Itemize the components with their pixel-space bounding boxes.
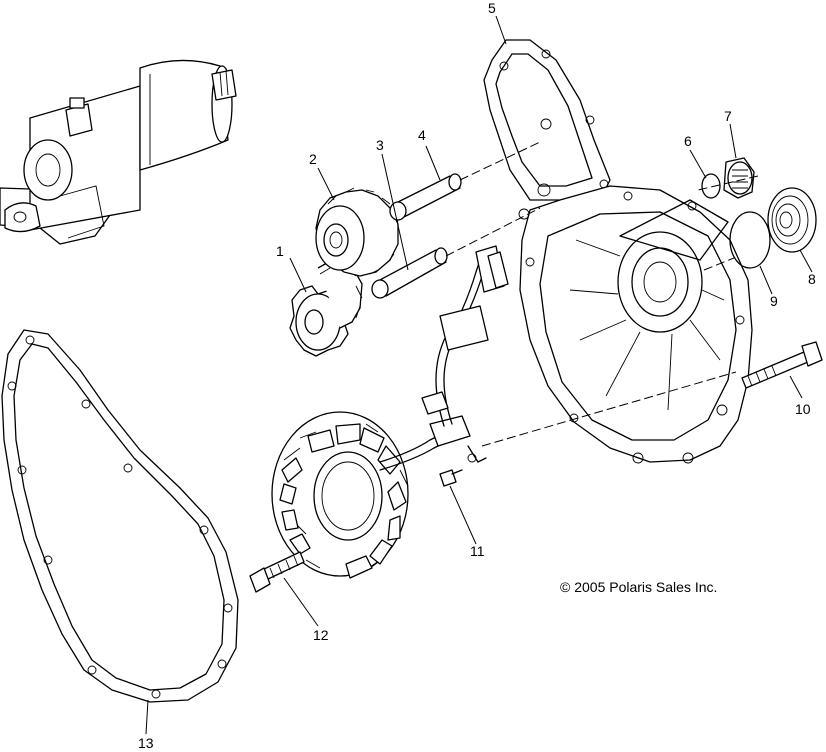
- callout-8: 8: [808, 271, 816, 287]
- callout-6: 6: [684, 133, 692, 149]
- starter-motor: [0, 59, 237, 245]
- callout-labels: 1 2 3 4 5 6 7 8 9 10 11 12 13: [138, 0, 816, 751]
- callout-3: 3: [376, 137, 384, 153]
- gear-2: [315, 187, 399, 277]
- leader-lines: [145, 15, 813, 735]
- gear-1: [289, 257, 363, 357]
- o-ring-6: [701, 173, 721, 199]
- stator: [271, 411, 409, 579]
- shaft-3: [371, 247, 448, 299]
- gasket-5: [483, 39, 611, 201]
- gasket-13: [1, 329, 239, 703]
- callout-4: 4: [418, 127, 426, 143]
- wiring-harness: [379, 245, 509, 471]
- alignment-lines: [445, 141, 759, 447]
- callout-2: 2: [309, 151, 317, 167]
- cap-8: [767, 187, 817, 253]
- copyright-notice: © 2005 Polaris Sales Inc.: [560, 579, 717, 595]
- callout-10: 10: [795, 401, 811, 417]
- o-ring-9: [729, 211, 771, 269]
- callout-5: 5: [488, 0, 496, 16]
- callout-9: 9: [770, 293, 778, 309]
- callout-12: 12: [313, 627, 329, 643]
- bolt-12: [249, 551, 305, 593]
- plug-7: [723, 157, 755, 199]
- screw-11: [439, 469, 463, 487]
- callout-11: 11: [470, 543, 485, 559]
- stator-cover: [518, 185, 753, 464]
- callout-7: 7: [724, 108, 732, 124]
- bolt-10: [741, 341, 823, 389]
- shaft-4: [389, 173, 462, 221]
- callout-13: 13: [138, 735, 154, 751]
- callout-1: 1: [276, 243, 284, 259]
